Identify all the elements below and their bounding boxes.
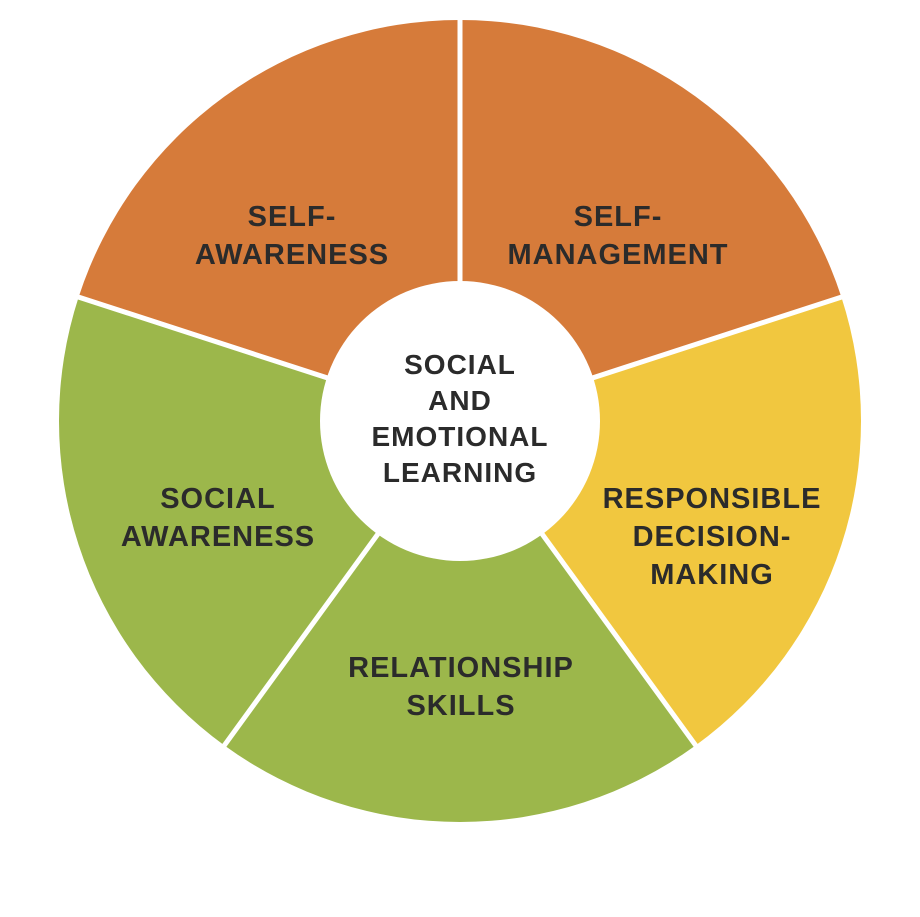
label-self-awareness: SELF- AWARENESS [195,201,389,271]
label-self-management: SELF- MANAGEMENT [507,201,728,271]
label-line: MANAGEMENT [507,239,728,271]
label-responsible-decision-making: RESPONSIBLE DECISION- MAKING [603,483,822,591]
center-hub [320,281,600,561]
label-line: SOCIAL [160,483,276,515]
label-line: SKILLS [406,690,515,722]
wheel-labels: SELF- AWARENESS SELF- MANAGEMENT RESPONSIBLE… [121,201,822,722]
label-line: DECISION- [633,521,792,553]
label-line: AWARENESS [121,521,315,553]
label-line: SELF- [248,201,337,233]
label-social-awareness: SOCIAL AWARENESS [121,483,315,553]
label-line: AWARENESS [195,239,389,271]
label-line: RESPONSIBLE [603,483,822,515]
label-relationship-skills: RELATIONSHIP SKILLS [348,652,574,722]
center-label: SOCIAL AND EMOTIONAL LEARNING [372,349,549,488]
segment-relationship-skills [224,421,696,822]
center-label-line: SOCIAL [404,349,516,380]
center-label-line: EMOTIONAL [372,421,549,452]
center-label-line: AND [428,385,492,416]
label-line: RELATIONSHIP [348,652,574,684]
center-label-line: LEARNING [383,457,537,488]
label-line: SELF- [574,201,663,233]
label-line: MAKING [650,559,774,591]
